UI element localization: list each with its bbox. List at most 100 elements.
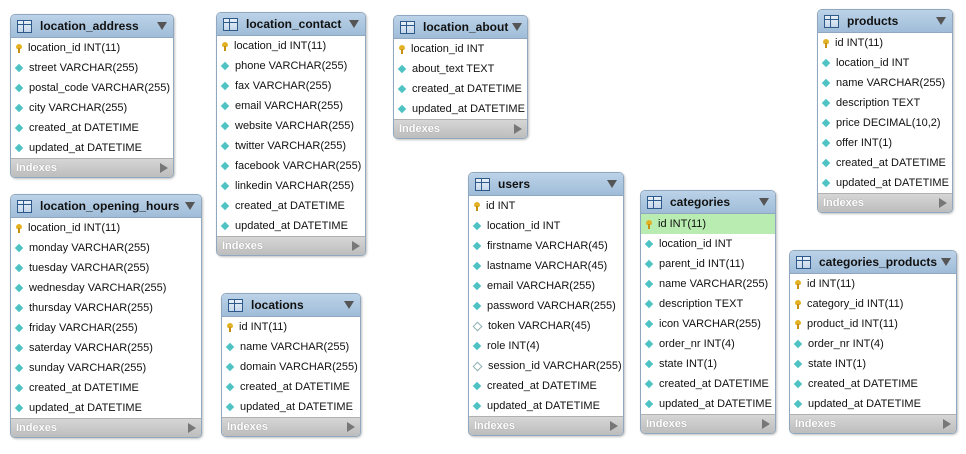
indexes-footer[interactable]: Indexes	[217, 236, 365, 255]
column-row[interactable]: description TEXT	[818, 93, 952, 113]
table-header[interactable]: categories	[641, 191, 775, 214]
column-row[interactable]: state INT(1)	[790, 354, 956, 374]
collapse-toggle-icon[interactable]	[344, 301, 354, 309]
collapse-toggle-icon[interactable]	[759, 198, 769, 206]
column-row[interactable]: thursday VARCHAR(255)	[11, 298, 201, 318]
column-row[interactable]: offer INT(1)	[818, 133, 952, 153]
column-row[interactable]: created_at DATETIME	[217, 196, 365, 216]
column-row[interactable]: friday VARCHAR(255)	[11, 318, 201, 338]
column-row[interactable]: id INT(11)	[641, 214, 775, 234]
column-row[interactable]: location_id INT(11)	[11, 218, 201, 238]
column-row[interactable]: icon VARCHAR(255)	[641, 314, 775, 334]
column-row[interactable]: street VARCHAR(255)	[11, 58, 173, 78]
column-row[interactable]: location_id INT	[641, 234, 775, 254]
column-row[interactable]: phone VARCHAR(255)	[217, 56, 365, 76]
column-row[interactable]: updated_at DATETIME	[469, 396, 623, 416]
table-header[interactable]: users	[469, 173, 623, 196]
column-row[interactable]: domain VARCHAR(255)	[222, 357, 360, 377]
column-row[interactable]: order_nr INT(4)	[790, 334, 956, 354]
column-row[interactable]: email VARCHAR(255)	[217, 96, 365, 116]
column-row[interactable]: created_at DATETIME	[11, 378, 201, 398]
column-row[interactable]: name VARCHAR(255)	[222, 337, 360, 357]
indexes-footer[interactable]: Indexes	[818, 193, 952, 212]
column-row[interactable]: updated_at DATETIME	[641, 394, 775, 414]
column-row[interactable]: monday VARCHAR(255)	[11, 238, 201, 258]
table-header[interactable]: products	[818, 10, 952, 33]
column-row[interactable]: location_id INT	[818, 53, 952, 73]
column-row[interactable]: about_text TEXT	[394, 59, 527, 79]
column-row[interactable]: fax VARCHAR(255)	[217, 76, 365, 96]
column-row[interactable]: saterday VARCHAR(255)	[11, 338, 201, 358]
table-header[interactable]: location_contact	[217, 13, 365, 36]
column-row[interactable]: firstname VARCHAR(45)	[469, 236, 623, 256]
column-row[interactable]: lastname VARCHAR(45)	[469, 256, 623, 276]
column-row[interactable]: session_id VARCHAR(255)	[469, 356, 623, 376]
column-row[interactable]: id INT(11)	[222, 317, 360, 337]
collapse-toggle-icon[interactable]	[941, 258, 952, 266]
collapse-toggle-icon[interactable]	[607, 180, 617, 188]
indexes-footer[interactable]: Indexes	[394, 119, 527, 138]
column-row[interactable]: state INT(1)	[641, 354, 775, 374]
column-row[interactable]: category_id INT(11)	[790, 294, 956, 314]
column-row[interactable]: parent_id INT(11)	[641, 254, 775, 274]
column-row[interactable]: city VARCHAR(255)	[11, 98, 173, 118]
expand-arrow-icon[interactable]	[188, 423, 196, 433]
column-row[interactable]: location_id INT(11)	[217, 36, 365, 56]
collapse-toggle-icon[interactable]	[349, 20, 359, 28]
collapse-toggle-icon[interactable]	[185, 202, 195, 210]
column-row[interactable]: order_nr INT(4)	[641, 334, 775, 354]
column-row[interactable]: updated_at DATETIME	[11, 138, 173, 158]
column-row[interactable]: name VARCHAR(255)	[641, 274, 775, 294]
table-header[interactable]: categories_products	[790, 251, 956, 274]
column-row[interactable]: wednesday VARCHAR(255)	[11, 278, 201, 298]
column-row[interactable]: id INT(11)	[790, 274, 956, 294]
column-row[interactable]: tuesday VARCHAR(255)	[11, 258, 201, 278]
indexes-footer[interactable]: Indexes	[222, 417, 360, 436]
table-header[interactable]: location_address	[11, 15, 173, 38]
column-row[interactable]: location_id INT(11)	[11, 38, 173, 58]
column-row[interactable]: token VARCHAR(45)	[469, 316, 623, 336]
table-header[interactable]: location_opening_hours	[11, 195, 201, 218]
column-row[interactable]: product_id INT(11)	[790, 314, 956, 334]
column-row[interactable]: email VARCHAR(255)	[469, 276, 623, 296]
column-row[interactable]: created_at DATETIME	[222, 377, 360, 397]
column-row[interactable]: updated_at DATETIME	[818, 173, 952, 193]
expand-arrow-icon[interactable]	[352, 241, 360, 251]
collapse-toggle-icon[interactable]	[512, 23, 523, 31]
table-header[interactable]: locations	[222, 294, 360, 317]
table-header[interactable]: location_about	[394, 16, 527, 39]
column-row[interactable]: description TEXT	[641, 294, 775, 314]
indexes-footer[interactable]: Indexes	[641, 414, 775, 433]
expand-arrow-icon[interactable]	[514, 124, 522, 134]
column-row[interactable]: name VARCHAR(255)	[818, 73, 952, 93]
expand-arrow-icon[interactable]	[160, 163, 168, 173]
column-row[interactable]: updated_at DATETIME	[11, 398, 201, 418]
expand-arrow-icon[interactable]	[943, 419, 951, 429]
column-row[interactable]: id INT(11)	[818, 33, 952, 53]
column-row[interactable]: location_id INT	[469, 216, 623, 236]
indexes-footer[interactable]: Indexes	[11, 418, 201, 437]
column-row[interactable]: created_at DATETIME	[11, 118, 173, 138]
indexes-footer[interactable]: Indexes	[11, 158, 173, 177]
column-row[interactable]: facebook VARCHAR(255)	[217, 156, 365, 176]
indexes-footer[interactable]: Indexes	[790, 414, 956, 433]
collapse-toggle-icon[interactable]	[936, 17, 946, 25]
column-row[interactable]: created_at DATETIME	[818, 153, 952, 173]
column-row[interactable]: created_at DATETIME	[469, 376, 623, 396]
column-row[interactable]: updated_at DATETIME	[790, 394, 956, 414]
column-row[interactable]: website VARCHAR(255)	[217, 116, 365, 136]
column-row[interactable]: linkedin VARCHAR(255)	[217, 176, 365, 196]
column-row[interactable]: id INT	[469, 196, 623, 216]
column-row[interactable]: created_at DATETIME	[790, 374, 956, 394]
column-row[interactable]: updated_at DATETIME	[222, 397, 360, 417]
column-row[interactable]: price DECIMAL(10,2)	[818, 113, 952, 133]
